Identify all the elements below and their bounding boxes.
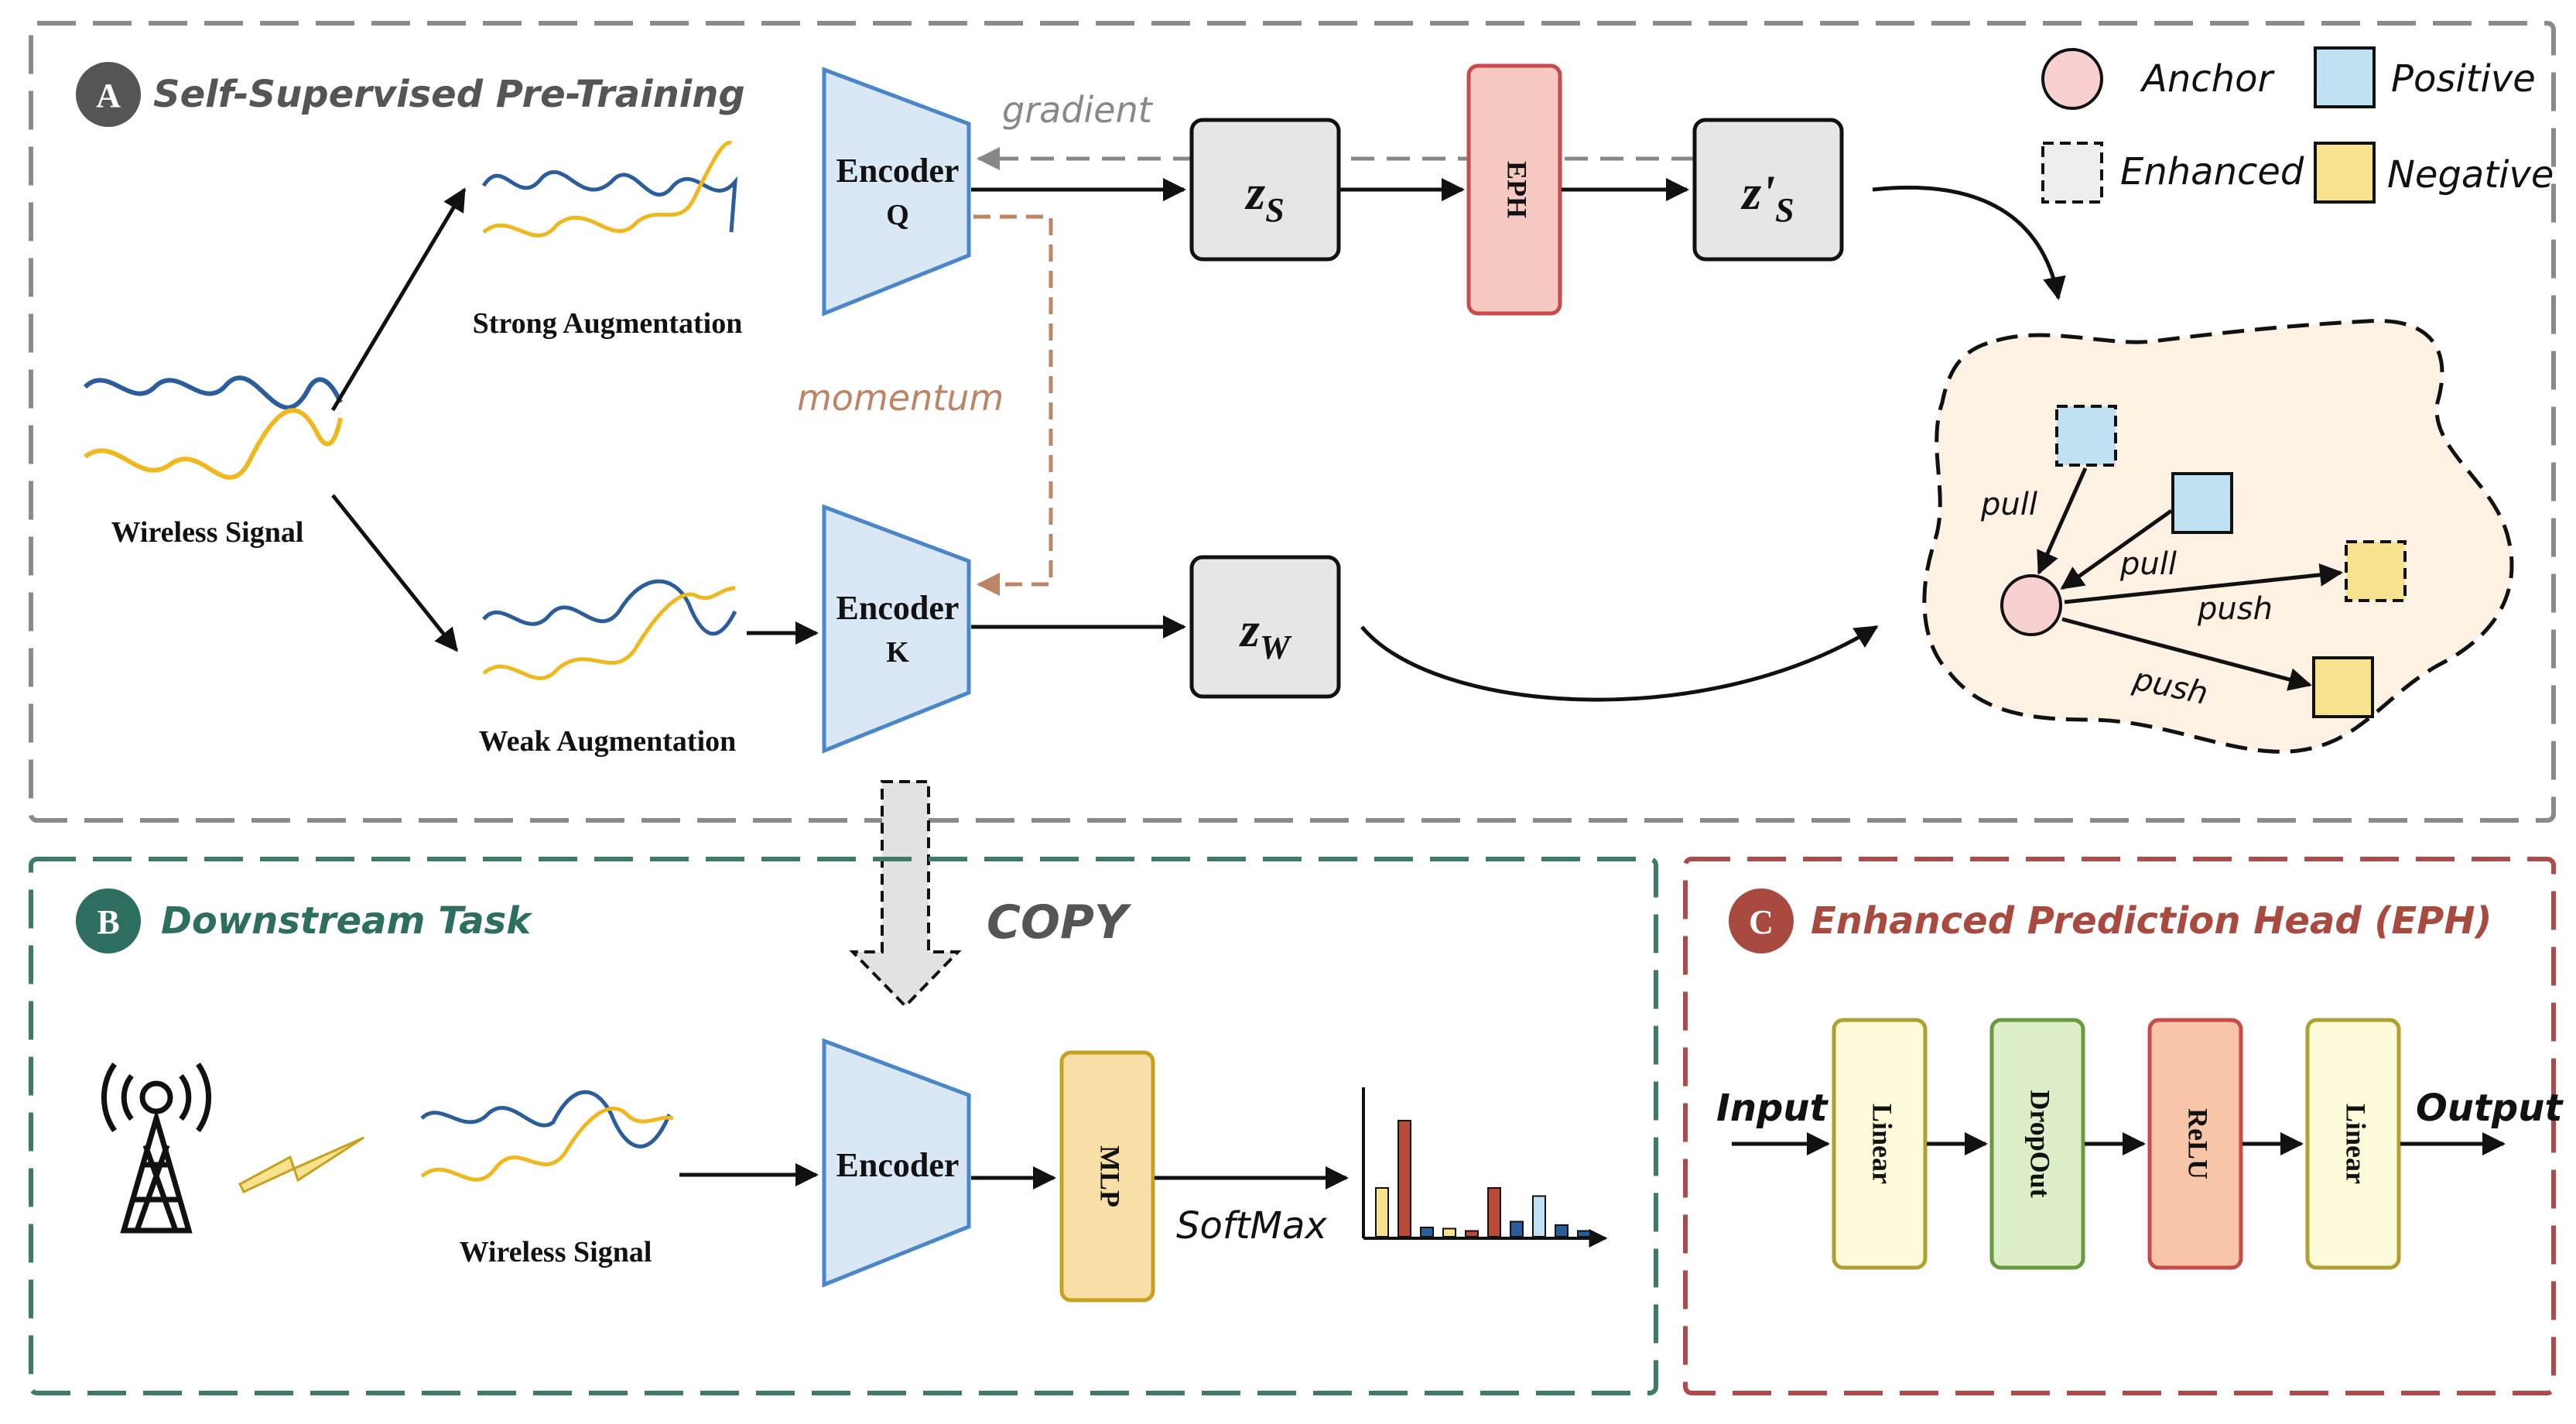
arrow-to-strong [330, 187, 467, 412]
cloud-positive [2171, 472, 2233, 534]
panel-b-border [29, 857, 1658, 1395]
zs-prime-label: z'S [1740, 165, 1794, 229]
eph-block-linear-1 [1832, 1018, 1928, 1270]
panel-b-badge: B [76, 888, 141, 953]
wireless-signal-label-a: Wireless Signal [111, 516, 304, 549]
panel-c-title: Enhanced Prediction Head (EPH) [1811, 899, 2492, 943]
eph-box [1466, 63, 1562, 316]
push-arrow-1 [2064, 563, 2343, 604]
panel-a-border [29, 21, 2556, 823]
copy-arrow [849, 780, 962, 1008]
pull-arrow-1 [2037, 467, 2088, 575]
panel-c-border [1683, 857, 2556, 1395]
push-arrow-2 [2061, 617, 2312, 691]
mlp-box [1059, 1050, 1155, 1302]
cloud-pull-label-1: pull [1980, 487, 2037, 522]
legend-negative-swatch [2314, 142, 2376, 204]
legend-enhanced-label: Enhanced [2120, 150, 2304, 193]
arrow-to-weak [331, 494, 458, 652]
wireless-signal-wave-b [420, 1090, 674, 1182]
bar-1 [1375, 1187, 1389, 1237]
wireless-signal-label-b: Wireless Signal [460, 1236, 652, 1268]
bar-8 [1532, 1195, 1546, 1237]
curve-zs-prime-to-cloud [1872, 185, 2066, 300]
eph-output-label: Output [2416, 1087, 2564, 1130]
eph-block-dropout-label: DropOut [2025, 1090, 2056, 1197]
panel-b-title: Downstream Task [161, 899, 533, 943]
legend-anchor-label: Anchor [2140, 57, 2275, 101]
cloud-enhanced-negative [2345, 540, 2407, 602]
pull-arrow-2 [2060, 508, 2173, 590]
cloud-enhanced-positive [2055, 405, 2117, 467]
bar-2 [1397, 1120, 1411, 1237]
encoder-b-label: Encoder [836, 1146, 960, 1184]
legend: Anchor Positive Enhanced Negative [2041, 46, 2554, 204]
momentum-label: momentum [797, 377, 1004, 419]
wireless-signal-wave-a [83, 375, 343, 480]
zs-box [1189, 118, 1341, 262]
eph-block-linear-1-label: Linear [1867, 1104, 1898, 1184]
tower-icon [101, 1062, 211, 1234]
bar-4 [1442, 1227, 1456, 1237]
cloud-anchor [2000, 574, 2062, 636]
momentum-arrow [973, 214, 1053, 596]
eph-label: EPH [1502, 161, 1533, 218]
embedding-cloud [1922, 319, 2514, 754]
eph-block-relu-label: ReLU [2183, 1108, 2214, 1179]
panel-a-badge-letter: A [96, 77, 121, 115]
eph-block-linear-2 [2305, 1018, 2401, 1270]
legend-negative-label: Negative [2387, 153, 2554, 197]
panel-c-badge: C [1729, 888, 1794, 953]
legend-positive-swatch [2314, 46, 2376, 108]
eph-block-relu [2147, 1018, 2243, 1270]
legend-positive-label: Positive [2391, 57, 2536, 101]
weak-augmentation-wave [482, 579, 737, 680]
eph-block-dropout [1989, 1018, 2085, 1270]
panel-b-badge-letter: B [97, 903, 119, 941]
bar-6 [1487, 1187, 1501, 1237]
strong-augmentation-wave [481, 141, 738, 238]
weak-augmentation-label: Weak Augmentation [479, 725, 737, 758]
bar-5 [1465, 1230, 1479, 1237]
lightning-icon [238, 1136, 364, 1193]
legend-enhanced-swatch [2041, 142, 2103, 204]
panel-c-badge-letter: C [1749, 903, 1774, 941]
softmax-label: SoftMax [1176, 1204, 1327, 1248]
strong-augmentation-label: Strong Augmentation [473, 307, 743, 340]
bar-7 [1510, 1220, 1524, 1237]
curve-zw-to-cloud [1360, 625, 1879, 702]
encoder-k [822, 504, 971, 754]
eph-input-label: Input [1716, 1087, 1829, 1130]
bar-10 [1577, 1230, 1591, 1237]
encoder-k-sublabel: K [886, 636, 909, 669]
cloud-push-label-1: push [2197, 591, 2273, 627]
cloud-negative [2312, 656, 2374, 718]
legend-anchor-swatch [2041, 48, 2103, 110]
zs-prime-box [1692, 118, 1844, 262]
zw-label: zW [1239, 602, 1292, 666]
panel-a-title: Self-Supervised Pre-Training [153, 73, 745, 116]
encoder-k-label: Encoder [836, 589, 960, 627]
copy-label: COPY [987, 895, 1132, 950]
encoder-q [822, 67, 971, 317]
encoder-q-sublabel: Q [886, 199, 909, 231]
encoder-b [822, 1038, 971, 1288]
bar-3 [1420, 1227, 1434, 1237]
bar-9 [1555, 1224, 1569, 1237]
eph-block-linear-2-label: Linear [2341, 1104, 2372, 1184]
mlp-label: MLP [1095, 1145, 1126, 1207]
encoder-q-label: Encoder [836, 152, 960, 190]
zs-label: zS [1244, 165, 1284, 229]
gradient-label: gradient [1002, 89, 1154, 131]
panel-a-badge: A [76, 62, 141, 127]
cloud-pull-label-2: pull [2119, 546, 2177, 582]
output-bar-chart [1362, 1087, 1608, 1248]
zw-box [1189, 555, 1341, 699]
